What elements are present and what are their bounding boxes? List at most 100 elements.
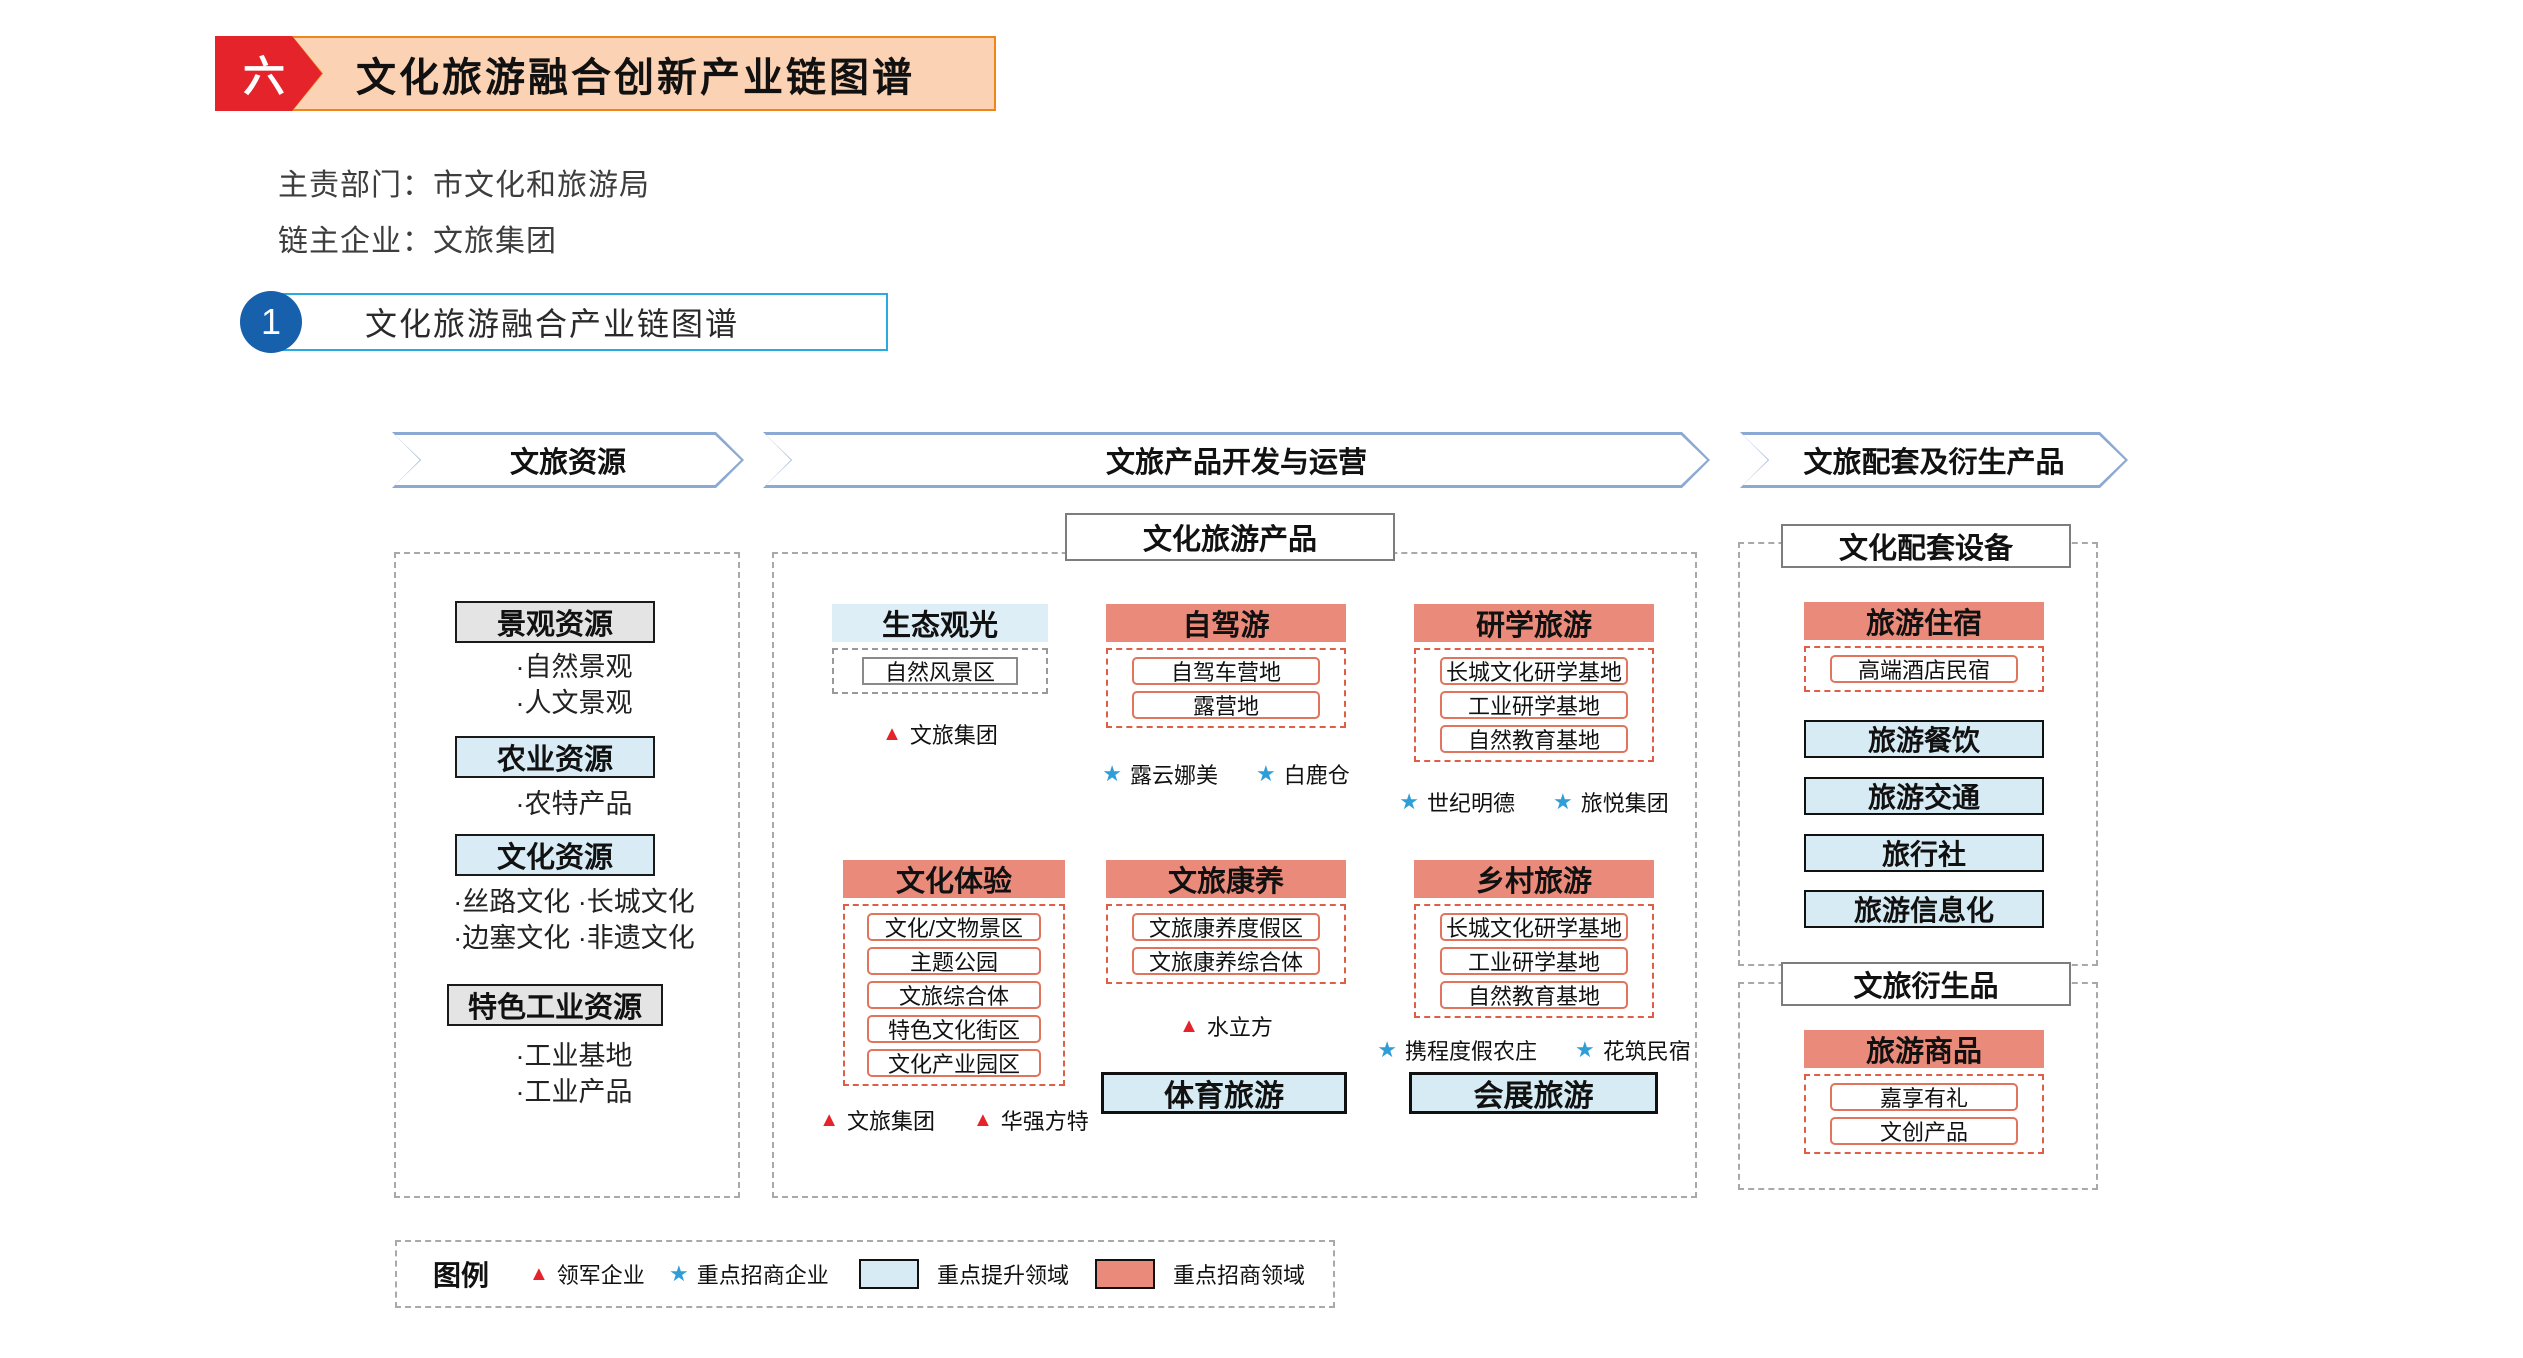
company-mark-label: 文旅集团 — [909, 723, 998, 748]
support-box-catering: 旅游餐饮 — [1804, 720, 2044, 758]
legend-item-key-investment-area: 重点招商领域 — [1095, 1242, 1305, 1306]
support-container-label: 文化配套设备 — [1781, 524, 2071, 568]
resource-bullet: ·人文景观 — [515, 688, 633, 718]
triangle-icon: ▲ — [1179, 1014, 1199, 1037]
resource-header-landscape: 景观资源 — [455, 601, 655, 643]
company-mark-label: 华强方特 — [1000, 1109, 1089, 1134]
product-marks: ▲ 水立方 — [1106, 1010, 1346, 1042]
legend-item-key-upgrade-area: 重点提升领域 — [859, 1242, 1069, 1306]
item-box: 工业研学基地 — [1439, 691, 1629, 719]
product-group-title: 研学旅游 — [1414, 604, 1654, 642]
legend: 图例 ▲领军企业 ★重点招商企业 重点提升领域 重点招商领域 — [395, 1240, 1335, 1308]
stage-arrow-support: 文旅配套及衍生产品 — [1740, 432, 2128, 488]
resource-header-culture: 文化资源 — [455, 834, 655, 876]
item-box: 嘉享有礼 — [1829, 1083, 2019, 1111]
product-group-eco-sightseeing: 生态观光 自然风景区 ▲文旅集团 — [832, 604, 1048, 750]
item-box: 自然教育基地 — [1439, 725, 1629, 753]
company-mark-label: 花筑民宿 — [1602, 1039, 1691, 1064]
resource-header-industrial: 特色工业资源 — [447, 984, 663, 1026]
star-icon: ★ — [1377, 1037, 1397, 1062]
item-box: 特色文化街区 — [866, 1015, 1042, 1043]
product-group-title: 自驾游 — [1106, 604, 1346, 642]
item-box: 文旅康养度假区 — [1131, 913, 1321, 941]
triangle-icon: ▲ — [882, 722, 902, 745]
company-mark: ▲ 文旅集团 — [882, 718, 998, 750]
product-group-title: 文化体验 — [843, 860, 1065, 898]
derivative-group-goods: 旅游商品 嘉享有礼文创产品 — [1804, 1030, 2044, 1154]
star-icon: ★ — [1399, 789, 1419, 814]
section-number-circle: 1 — [240, 291, 302, 353]
blue-swatch-icon — [859, 1259, 919, 1289]
section-number: 1 — [260, 301, 282, 342]
product-marks: ▲ 文旅集团 ▲ 华强方特 — [819, 1104, 1089, 1136]
company-mark: ▲ 文旅集团 — [819, 1104, 935, 1136]
company-mark-label: 白鹿仓 — [1283, 763, 1350, 788]
derivative-items-box: 嘉享有礼文创产品 — [1804, 1074, 2044, 1154]
title-banner: 文化旅游融合创新产业链图谱 — [292, 36, 996, 111]
item-box: 自驾车营地 — [1131, 657, 1321, 685]
company-mark-label: 水立方 — [1206, 1015, 1273, 1040]
resource-bullet: ·丝路文化 ·长城文化 — [453, 887, 695, 917]
product-items-box: 文旅康养度假区文旅康养综合体 — [1106, 904, 1346, 984]
resource-bullets-agriculture: ·农特产品 — [409, 786, 739, 822]
item-box: 文旅综合体 — [866, 981, 1042, 1009]
star-icon: ★ — [1553, 789, 1573, 814]
company-mark: ★花筑民宿 — [1575, 1034, 1691, 1066]
star-icon: ★ — [669, 1261, 689, 1286]
company-mark: ★ 世纪明德 — [1399, 786, 1515, 818]
dept-line: 主责部门：市文化和旅游局 — [278, 169, 650, 202]
product-group-title: 文旅康养 — [1106, 860, 1346, 898]
star-icon: ★ — [1102, 761, 1122, 786]
triangle-icon: ▲ — [529, 1262, 549, 1285]
item-box: 长城文化研学基地 — [1439, 657, 1629, 685]
company-mark-label: 文旅集团 — [846, 1109, 935, 1134]
item-box: 文旅康养综合体 — [1131, 947, 1321, 975]
company-mark-label: 世纪明德 — [1426, 791, 1515, 816]
legend-item-leading-company: ▲领军企业 — [529, 1262, 645, 1289]
company-mark: ▲ 华强方特 — [973, 1104, 1089, 1136]
star-icon: ★ — [1256, 761, 1276, 786]
product-group-self-driving: 自驾游 自驾车营地露营地 ★露云娜美★白鹿仓 — [1102, 604, 1350, 790]
item-box: 长城文化研学基地 — [1439, 913, 1629, 941]
item-box: 自然风景区 — [861, 657, 1019, 685]
item-box: 高端酒店民宿 — [1829, 655, 2019, 683]
company-mark: ▲ 水立方 — [1179, 1010, 1273, 1042]
stage-arrow-label: 文旅配套及衍生产品 — [1743, 435, 2125, 485]
title-banner-fill: 文化旅游融合创新产业链图谱 — [294, 38, 994, 109]
resource-bullets-culture: ·丝路文化 ·长城文化 ·边塞文化 ·非遗文化 — [402, 884, 746, 956]
support-group-accommodation: 旅游住宿 高端酒店民宿 — [1804, 602, 2044, 692]
salmon-swatch-icon — [1095, 1259, 1155, 1289]
chain-owner-line: 链主企业：文旅集团 — [278, 225, 557, 258]
support-box-travel-agency: 旅行社 — [1804, 834, 2044, 872]
product-items-box: 长城文化研学基地工业研学基地自然教育基地 — [1414, 904, 1654, 1018]
product-marks: ★露云娜美★白鹿仓 — [1102, 758, 1350, 790]
item-box: 露营地 — [1131, 691, 1321, 719]
product-group-culture-experience: 文化体验 文化/文物景区主题公园文旅综合体特色文化街区文化产业园区 ▲文旅集团▲… — [819, 860, 1089, 1136]
triangle-icon: ▲ — [973, 1108, 993, 1131]
company-mark: ★露云娜美 — [1102, 758, 1218, 790]
item-box: 自然教育基地 — [1439, 981, 1629, 1009]
resource-header-agriculture: 农业资源 — [455, 736, 655, 778]
resource-bullet: ·自然景观 — [515, 652, 633, 682]
company-mark: ★旅悦集团 — [1553, 786, 1669, 818]
product-marks: ▲ 文旅集团 — [832, 718, 1048, 750]
resources-container — [394, 552, 740, 1198]
support-box-transport: 旅游交通 — [1804, 777, 2044, 815]
product-items-box: 自驾车营地露营地 — [1106, 648, 1346, 728]
legend-title: 图例 — [433, 1260, 490, 1291]
product-marks: ★携程度假农庄★花筑民宿 — [1377, 1034, 1691, 1066]
company-mark: ★携程度假农庄 — [1377, 1034, 1537, 1066]
product-items-box: 文化/文物景区主题公园文旅综合体特色文化街区文化产业园区 — [843, 904, 1065, 1086]
item-box: 主题公园 — [866, 947, 1042, 975]
resource-bullets-landscape: ·自然景观 ·人文景观 — [409, 649, 739, 721]
stage-arrow-label: 文旅产品开发与运营 — [766, 435, 1707, 485]
support-group-title: 旅游住宿 — [1804, 602, 2044, 640]
stage-arrow-resources: 文旅资源 — [392, 432, 744, 488]
item-box: 文化产业园区 — [866, 1049, 1042, 1077]
item-box: 文创产品 — [1829, 1117, 2019, 1145]
triangle-icon: ▲ — [819, 1108, 839, 1131]
product-group-wellness: 文旅康养 文旅康养度假区文旅康养综合体 ▲ 水立方 — [1106, 860, 1346, 1042]
resource-bullet: ·边塞文化 ·非遗文化 — [453, 923, 695, 953]
legend-item-key-investment-company: ★重点招商企业 — [669, 1261, 829, 1288]
